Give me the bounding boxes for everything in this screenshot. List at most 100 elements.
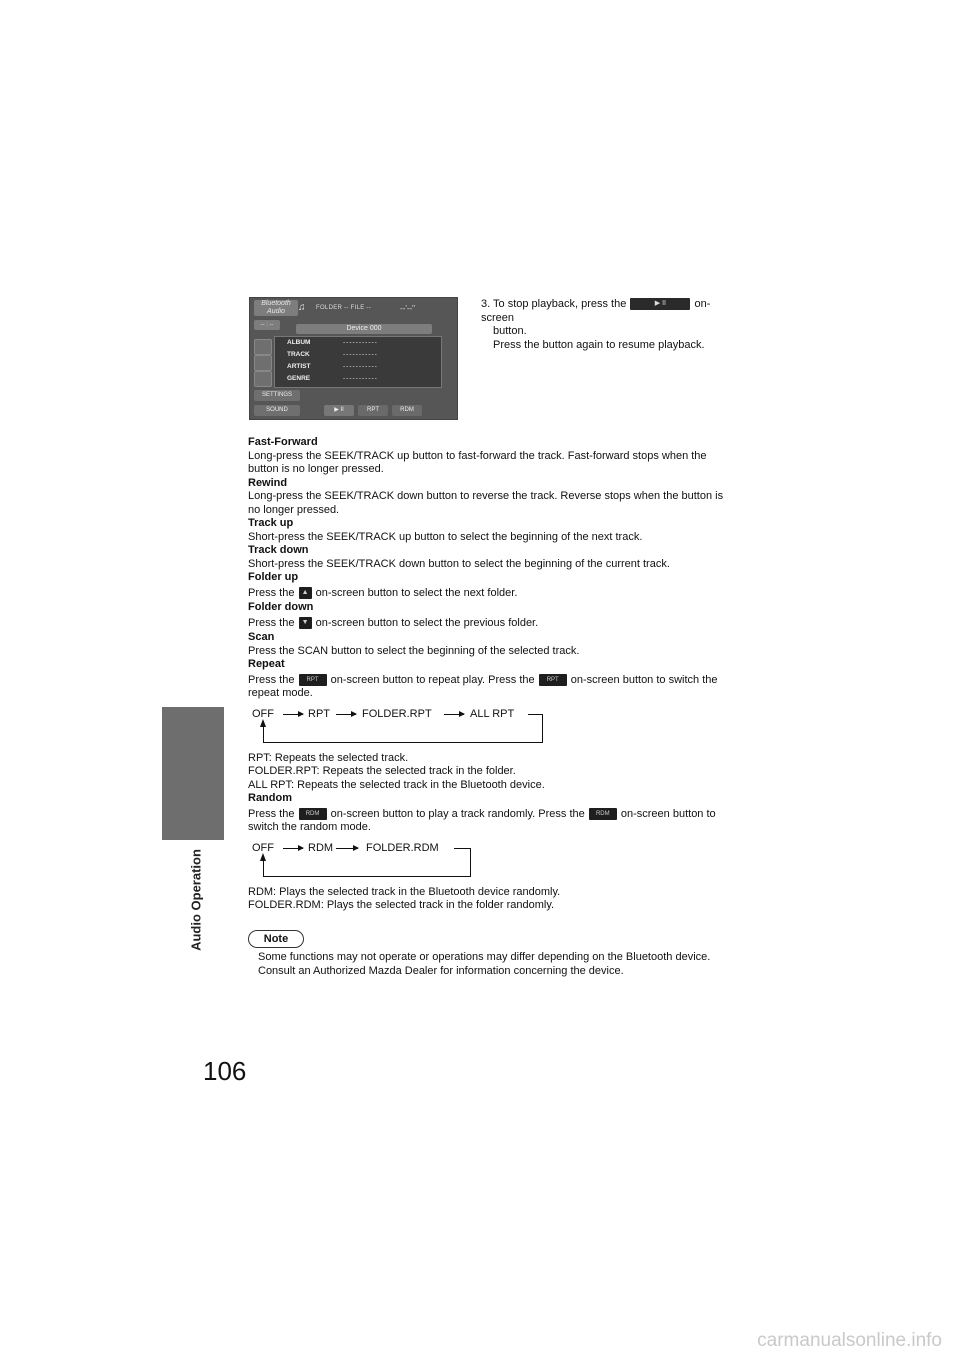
row-label: ARTIST xyxy=(287,363,311,370)
row-value: ----------- xyxy=(343,375,378,382)
row-label: ALBUM xyxy=(287,339,311,346)
heading-random: Random xyxy=(248,792,292,804)
note-label: Note xyxy=(248,930,304,948)
heading-folder-up: Folder up xyxy=(248,571,299,583)
text-part: on-screen button to switch the random mo… xyxy=(248,807,716,834)
heading-track-down: Track down xyxy=(248,544,309,556)
screen-rpt-button: RPT xyxy=(358,405,388,416)
screen-mode: -- : -- xyxy=(254,320,280,330)
flow-step: OFF xyxy=(252,707,274,720)
heading-rewind: Rewind xyxy=(248,476,288,489)
text-part: Press the xyxy=(248,616,295,629)
heading-folder-down: Folder down xyxy=(248,601,314,613)
page-number: 106 xyxy=(203,1056,247,1086)
screen-device-name: Device 000 xyxy=(296,324,432,334)
note-line: Some functions may not operate or operat… xyxy=(258,951,711,963)
row-value: ----------- xyxy=(343,339,378,346)
random-definition: FOLDER.RDM: Plays the selected track in … xyxy=(248,899,555,911)
row-value: ----------- xyxy=(343,363,378,370)
text-repeat: Press the RPT on-screen button to repeat… xyxy=(248,674,738,701)
text-random: Press the RDM on-screen button to play a… xyxy=(248,808,738,835)
arrow-up-icon xyxy=(260,718,266,727)
row-label: GENRE xyxy=(287,375,311,382)
flow-step: ALL RPT xyxy=(470,707,515,720)
text-part: Press the xyxy=(248,586,295,599)
folder-up-icon xyxy=(254,339,272,355)
folder-down-icon: ▼ xyxy=(298,616,312,629)
folder-up-icon: ▲ xyxy=(298,586,312,599)
screen-title: Bluetooth Audio xyxy=(254,300,298,316)
repeat-mode-flow: OFF RPT FOLDER.RPT ALL RPT xyxy=(248,707,738,752)
section-tab xyxy=(162,707,224,840)
step-3-text: 3. To stop playback, press the xyxy=(481,298,627,310)
rpt-icon: RPT xyxy=(538,673,567,686)
note-line: Consult an Authorized Mazda Dealer for i… xyxy=(258,964,624,977)
row-label: TRACK xyxy=(287,351,310,358)
folder-list-icon xyxy=(254,355,272,371)
arrow-right-icon xyxy=(283,710,304,717)
text-part: Press the xyxy=(248,673,295,686)
heading-scan: Scan xyxy=(248,631,275,643)
screen-settings-button: SETTINGS xyxy=(254,390,300,401)
row-value: ----------- xyxy=(343,351,378,358)
repeat-definition: FOLDER.RPT: Repeats the selected track i… xyxy=(248,765,516,777)
flow-step: RPT xyxy=(308,707,330,720)
flow-return-line xyxy=(263,858,264,877)
text-scan: Press the SCAN button to select the begi… xyxy=(248,644,580,657)
screen-track-panel: ALBUM ----------- TRACK ----------- ARTI… xyxy=(274,336,442,388)
rpt-icon: RPT xyxy=(298,673,327,686)
music-note-icon: ♫ xyxy=(298,302,306,313)
flow-return-line xyxy=(263,724,264,743)
text-part: Press the xyxy=(248,807,295,820)
text-rewind: Long-press the SEEK/TRACK down button to… xyxy=(248,490,724,516)
folder-down-icon xyxy=(254,371,272,387)
flow-step: OFF xyxy=(252,841,274,854)
flow-line xyxy=(528,713,542,715)
section-label: Audio Operation xyxy=(188,849,204,951)
arrow-right-icon xyxy=(444,710,465,717)
screen-sound-button: SOUND xyxy=(254,405,300,416)
heading-fast-forward: Fast-Forward xyxy=(248,436,318,448)
step-3-text: on-screen xyxy=(481,298,711,324)
text-part: on-screen button to select the next fold… xyxy=(315,586,518,599)
rdm-icon: RDM xyxy=(298,807,327,820)
heading-repeat: Repeat xyxy=(248,658,285,670)
step-3-text: button. xyxy=(493,325,527,337)
text-part: on-screen button to play a track randoml… xyxy=(330,807,585,820)
screen-rdm-button: RDM xyxy=(392,405,422,416)
screen-play-pause-button: ▶ II xyxy=(324,405,354,416)
text-track-down: Short-press the SEEK/TRACK down button t… xyxy=(248,557,670,570)
screen-time: --'--" xyxy=(400,304,416,313)
flow-step: FOLDER.RDM xyxy=(366,841,439,854)
arrow-right-icon xyxy=(336,844,359,851)
flow-step: FOLDER.RPT xyxy=(362,707,432,720)
repeat-definition: ALL RPT: Repeats the selected track in t… xyxy=(248,778,545,791)
instructions: Fast-Forward Long-press the SEEK/TRACK u… xyxy=(248,436,738,913)
arrow-right-icon xyxy=(336,710,357,717)
flow-return-line xyxy=(263,847,471,877)
step-3-text: Press the button again to resume playbac… xyxy=(493,338,705,351)
text-part: on-screen button to select the previous … xyxy=(315,616,539,629)
flow-line xyxy=(454,847,470,849)
rdm-icon: RDM xyxy=(588,807,617,820)
text-folder-up: Press the ▲ on-screen button to select t… xyxy=(248,587,738,601)
text-part: on-screen button to repeat play. Press t… xyxy=(330,673,535,686)
bluetooth-audio-screen: Bluetooth Audio ♫ FOLDER -- FILE -- --'-… xyxy=(249,297,458,420)
watermark: carmanualsonline.info xyxy=(757,1330,942,1351)
repeat-definition: RPT: Repeats the selected track. xyxy=(248,751,409,764)
random-definition: RDM: Plays the selected track in the Blu… xyxy=(248,885,561,898)
heading-track-up: Track up xyxy=(248,517,294,529)
text-part: on-screen button to switch the repeat mo… xyxy=(248,673,718,700)
step-3: 3. To stop playback, press the ▶ II on-s… xyxy=(481,298,741,352)
text-folder-down: Press the ▼ on-screen button to select t… xyxy=(248,617,738,631)
arrow-up-icon xyxy=(260,852,266,861)
flow-return-line xyxy=(263,713,543,743)
play-pause-icon: ▶ II xyxy=(630,298,691,311)
screen-folder-file: FOLDER -- FILE -- xyxy=(316,305,372,311)
note-text: Some functions may not operate or operat… xyxy=(258,951,728,978)
flow-step: RDM xyxy=(308,841,334,854)
arrow-right-icon xyxy=(283,844,304,851)
text-fast-forward: Long-press the SEEK/TRACK up button to f… xyxy=(248,449,707,476)
text-track-up: Short-press the SEEK/TRACK up button to … xyxy=(248,530,643,543)
random-mode-flow: OFF RDM FOLDER.RDM xyxy=(248,841,738,886)
